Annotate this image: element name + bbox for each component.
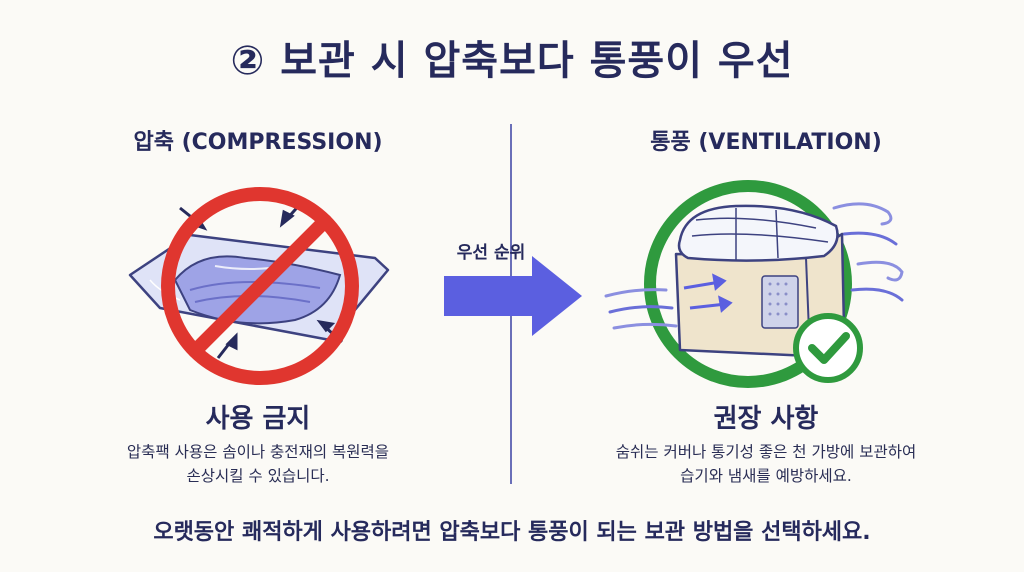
compression-desc-line2: 손상시킬 수 있습니다. xyxy=(186,467,330,485)
ventilation-desc-line1: 숨쉬는 커버나 통기성 좋은 천 가방에 보관하여 xyxy=(615,443,917,461)
ventilation-description: 숨쉬는 커버나 통기성 좋은 천 가방에 보관하여 습기와 냄새를 예방하세요. xyxy=(576,440,956,488)
ventilation-desc-line2: 습기와 냄새를 예방하세요. xyxy=(680,467,852,485)
priority-label: 우선 순위 xyxy=(456,243,526,263)
ventilation-illustration xyxy=(596,178,916,398)
priority-arrow: 우선 순위 xyxy=(436,238,592,348)
wind-icon xyxy=(604,202,904,330)
compression-description: 압축팩 사용은 솜이나 충전재의 복원력을 손상시킬 수 있습니다. xyxy=(68,440,448,488)
compression-illustration xyxy=(120,180,400,390)
footer-note: 오랫동안 쾌적하게 사용하려면 압축보다 통풍이 되는 보관 방법을 선택하세요… xyxy=(153,520,871,545)
compression-heading: 압축 (COMPRESSION) xyxy=(133,130,383,155)
right-arrow-icon xyxy=(444,256,582,336)
compression-desc-line1: 압축팩 사용은 솜이나 충전재의 복원력을 xyxy=(126,443,390,461)
check-circle-icon xyxy=(793,313,863,383)
ventilation-heading: 통풍 (VENTILATION) xyxy=(650,130,882,155)
prohibit-subheading: 사용 금지 xyxy=(205,404,311,434)
prohibit-sign-icon xyxy=(128,187,390,385)
page-title: ② 보관 시 압축보다 통풍이 우선 xyxy=(230,38,794,84)
recommend-subheading: 권장 사항 xyxy=(713,404,819,434)
